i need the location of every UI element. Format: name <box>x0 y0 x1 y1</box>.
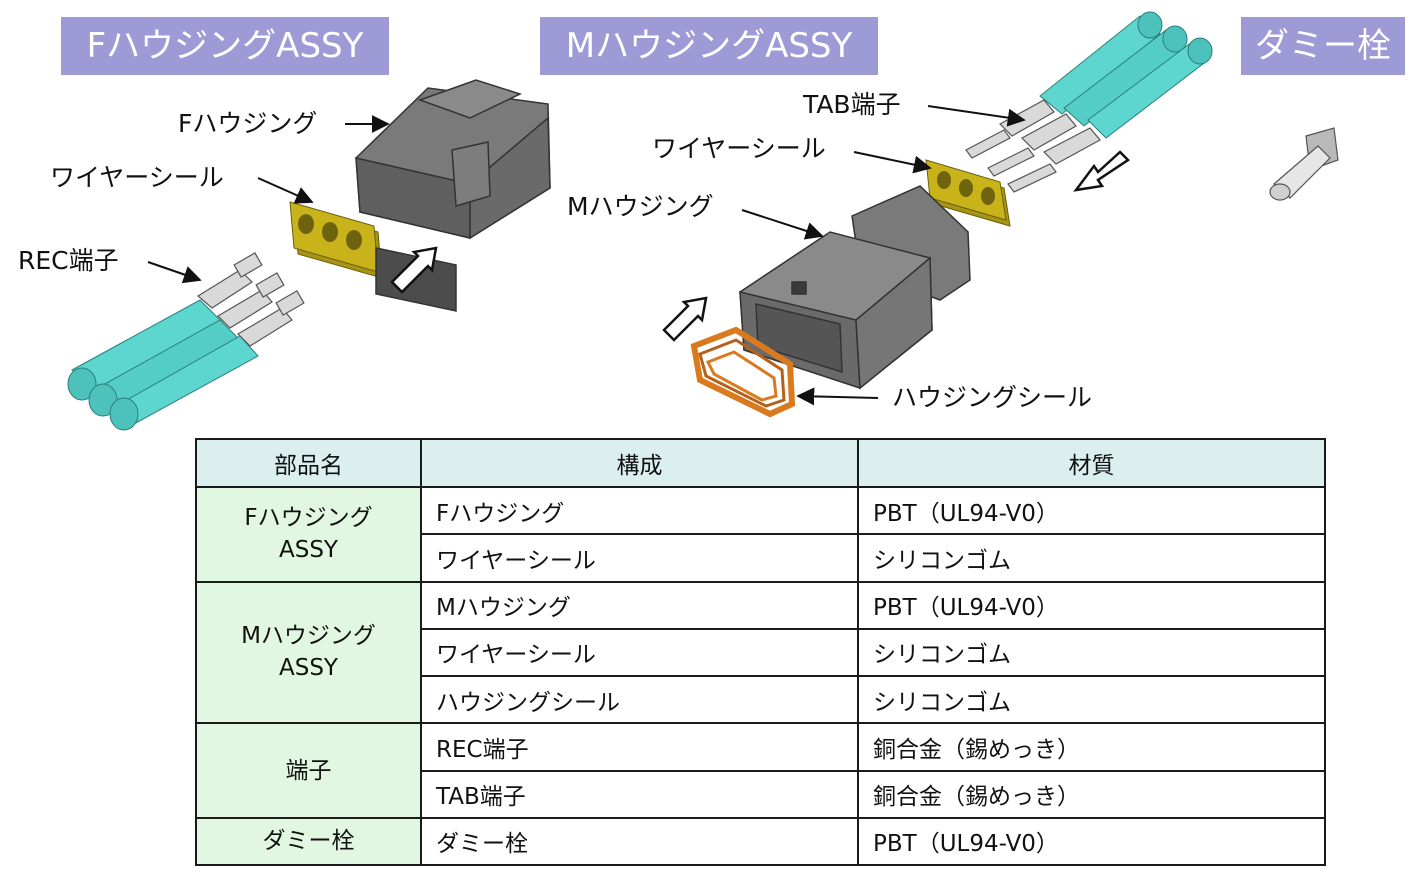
table-row: Mハウジング ASSY Mハウジング PBT（UL94-V0） <box>195 580 1326 725</box>
table-row: 端子 REC端子 銅合金（錫めっき） <box>195 722 1326 819</box>
group-name-line1: Mハウジング <box>241 623 376 650</box>
label-m-housing: Mハウジング <box>567 192 714 221</box>
insert-arrow-icon <box>662 296 708 342</box>
group-name-line2: ASSY <box>279 655 338 682</box>
material-cell: 銅合金（錫めっき） <box>857 769 1326 819</box>
component-cell: Fハウジング <box>420 485 859 536</box>
component-cell: ワイヤーシール <box>420 533 859 583</box>
material-cell: シリコンゴム <box>857 674 1326 725</box>
m-housing <box>739 185 971 390</box>
banner-dummy-plug: ダミー栓 <box>1241 17 1405 75</box>
wire-seal-right <box>925 159 1011 227</box>
material-cell: PBT（UL94-V0） <box>857 485 1326 536</box>
table-row: Fハウジング ASSY Fハウジング PBT（UL94-V0） <box>195 485 1326 583</box>
group-name-line1: 端子 <box>285 757 332 784</box>
material-cell: シリコンゴム <box>857 627 1326 678</box>
component-cell: TAB端子 <box>420 769 859 819</box>
group-terminals: 端子 <box>195 722 422 819</box>
group-name-line1: ダミー栓 <box>262 828 355 855</box>
label-f-housing: Fハウジング <box>178 109 318 138</box>
group-name-line1: Fハウジング <box>244 505 373 532</box>
component-cell: ワイヤーシール <box>420 627 859 678</box>
table-row: ハウジングシール シリコンゴム <box>196 674 1326 725</box>
material-cell: シリコンゴム <box>857 533 1326 583</box>
table-row: ワイヤーシール シリコンゴム <box>196 627 1326 678</box>
dummy-plug-part <box>1269 127 1339 201</box>
parts-material-table: 部品名 構成 材質 Fハウジング ASSY Fハウジング PBT（UL94-V0… <box>195 438 1326 867</box>
connector-exploded-illustration <box>67 11 1339 431</box>
table-header-row: 部品名 構成 材質 <box>195 438 1326 488</box>
material-cell: 銅合金（錫めっき） <box>857 722 1326 772</box>
label-tab-terminal: TAB端子 <box>803 90 901 119</box>
group-f-housing-assy: Fハウジング ASSY <box>195 486 422 583</box>
f-housing <box>355 79 551 312</box>
banner-m-housing-assy: MハウジングASSY <box>540 17 878 75</box>
callout-arrows <box>147 105 1026 406</box>
table-row: ワイヤーシール シリコンゴム <box>196 533 1326 583</box>
tab-terminal-wires <box>965 11 1213 193</box>
label-housing-seal: ハウジングシール <box>892 383 1093 412</box>
group-m-housing-assy: Mハウジング ASSY <box>195 580 422 725</box>
table-row: ダミー栓 ダミー栓 PBT（UL94-V0） <box>195 816 1326 867</box>
group-name-line2: ASSY <box>279 537 338 564</box>
component-cell: Mハウジング <box>420 580 859 630</box>
label-wire-seal-left: ワイヤーシール <box>50 163 224 192</box>
housing-seal <box>690 326 796 418</box>
banner-f-housing-assy: FハウジングASSY <box>61 17 389 75</box>
header-composition: 構成 <box>420 438 859 488</box>
component-cell: ハウジングシール <box>420 674 859 725</box>
component-cell: REC端子 <box>420 722 859 772</box>
header-material: 材質 <box>857 438 1326 488</box>
material-cell: PBT（UL94-V0） <box>857 580 1326 630</box>
rec-terminal-wires <box>67 252 305 431</box>
component-cell: ダミー栓 <box>420 816 859 867</box>
header-part-name: 部品名 <box>195 438 422 488</box>
group-dummy-plug: ダミー栓 <box>195 816 422 867</box>
table-row: TAB端子 銅合金（錫めっき） <box>196 769 1326 819</box>
material-cell: PBT（UL94-V0） <box>857 816 1326 867</box>
label-wire-seal-right: ワイヤーシール <box>652 134 826 163</box>
label-rec-terminal: REC端子 <box>18 246 119 275</box>
insert-arrow-icon <box>390 246 438 294</box>
insert-arrow-icon <box>1073 150 1130 192</box>
